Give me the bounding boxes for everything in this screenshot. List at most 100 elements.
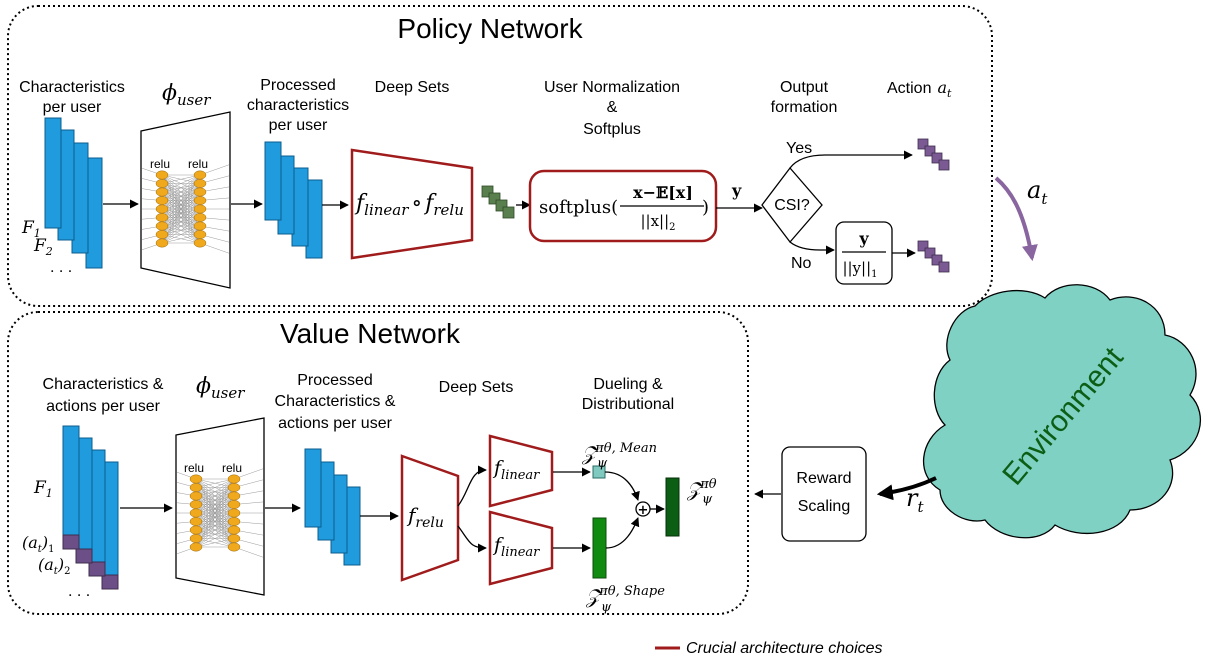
policy-deepsets-label: Deep Sets: [375, 79, 450, 96]
neuron-node: [227, 542, 241, 552]
value-z-mean-sub: ψ: [597, 456, 608, 471]
policy-no-label: No: [791, 255, 812, 272]
neuron-node: [193, 170, 207, 180]
neuron-node: [155, 179, 169, 188]
policy-y-label: y: [731, 181, 742, 200]
reward-arrow: [876, 476, 937, 501]
neuron-node: [155, 238, 169, 248]
policy-l1-numerator: y: [858, 229, 869, 248]
neuron-node: [189, 474, 203, 484]
policy-yes-label: Yes: [786, 140, 812, 157]
policy-yes-branch: [789, 150, 913, 169]
value-dueling-label-2: Distributional: [582, 396, 674, 413]
neuron-node: [227, 483, 241, 492]
neuron-node: [155, 230, 169, 239]
value-merge-upper: [604, 471, 640, 501]
neuron-node: [155, 170, 169, 180]
neuron-node: [189, 483, 203, 492]
value-at2-label: (at)2: [38, 555, 70, 577]
policy-softplus-denominator: ||x||2: [640, 212, 675, 233]
value-processed-stack: [304, 448, 361, 566]
value-phi-mlp: relu relu: [175, 417, 265, 596]
reward-scaling-box: [781, 446, 867, 542]
policy-f2-label: F2: [33, 236, 53, 258]
policy-norm-label-1: User Normalization: [544, 79, 680, 96]
value-processed-label-3: actions per user: [278, 415, 393, 432]
neuron-node: [189, 500, 203, 509]
policy-processed-stack: [264, 141, 323, 259]
policy-dots: . . .: [50, 260, 72, 276]
policy-processed-label-1: Processed: [260, 77, 336, 94]
policy-deepsets-block: [350, 148, 474, 260]
policy-chars-label-2: per user: [43, 99, 102, 116]
neuron-node: [189, 534, 203, 543]
neuron-node: [155, 204, 169, 214]
value-processed-label-2: Characteristics &: [275, 393, 396, 410]
action-to-environment-arrow: [994, 176, 1038, 262]
policy-l1-denominator: ||y||1: [842, 259, 877, 280]
policy-network-frame: [7, 5, 993, 307]
neuron-node: [193, 187, 207, 197]
policy-softplus-suffix: ): [702, 197, 709, 218]
neuron-node: [193, 179, 207, 188]
neuron-node: [155, 213, 169, 222]
neuron-node: [193, 213, 207, 222]
environment-cloud: [923, 284, 1201, 539]
neuron-node: [193, 221, 207, 231]
value-flinear-lower-label: flinear: [492, 534, 540, 560]
neuron-node: [189, 542, 203, 552]
policy-processed-label-2: characteristics: [247, 97, 349, 114]
value-chars-label-2: actions per user: [46, 398, 161, 415]
value-dots: . . .: [68, 584, 90, 600]
policy-norm-label-3: Softplus: [583, 121, 641, 138]
policy-f1-label: F1: [21, 218, 41, 240]
policy-softplus-prefix: softplus(: [539, 197, 618, 218]
value-input-stack: [62, 425, 119, 590]
reward-scaling-label-2: Scaling: [798, 498, 850, 515]
value-z-mean-label: 𝒵πθ, Mean: [581, 441, 657, 465]
policy-action-no: [917, 240, 950, 273]
policy-output-label-2: formation: [771, 99, 838, 116]
reward-scaling-label-1: Reward: [796, 470, 851, 487]
neuron-node: [189, 525, 203, 535]
policy-output-label-1: Output: [780, 79, 829, 96]
value-chars-label-1: Characteristics &: [43, 376, 164, 393]
value-z-shape-label: 𝒵πθ, Shape: [585, 584, 665, 608]
neuron-node: [227, 525, 241, 535]
value-branch-lower: [457, 525, 487, 553]
policy-chars-label-1: Characteristics: [19, 79, 125, 96]
policy-relu-1: relu: [150, 157, 170, 171]
value-processed-label-1: Processed: [297, 372, 373, 389]
neuron-node: [193, 230, 207, 239]
value-z-out-sub: ψ: [702, 492, 713, 507]
reward-label: rt: [906, 484, 924, 516]
policy-input-stack: [44, 117, 103, 269]
neuron-node: [227, 508, 241, 518]
neuron-node: [155, 221, 169, 231]
neuron-node: [227, 517, 241, 526]
policy-phi-mlp: relu relu: [140, 111, 231, 289]
neuron-node: [189, 508, 203, 518]
policy-softplus-numerator: x−𝔼[x]: [633, 183, 693, 202]
policy-relu-2: relu: [188, 157, 208, 171]
value-deepsets-label: Deep Sets: [439, 379, 514, 396]
neuron-node: [193, 196, 207, 205]
neuron-node: [189, 517, 203, 526]
value-flinear-upper-block: [488, 434, 554, 508]
value-z-out-label: 𝒵πθ: [686, 477, 717, 501]
value-f1-label: F1: [33, 478, 53, 500]
policy-network-title: Policy Network: [397, 13, 583, 44]
value-branch-upper: [457, 465, 487, 507]
value-flinear-lower-block: [488, 510, 554, 586]
value-dueling-label-1: Dueling &: [593, 376, 663, 393]
policy-green-embedding: [481, 185, 515, 219]
neuron-node: [227, 491, 241, 501]
policy-phi-label: ϕuser: [162, 81, 211, 109]
neuron-node: [193, 204, 207, 214]
neuron-node: [155, 196, 169, 205]
value-merge-lower: [605, 517, 640, 549]
value-shape-output: [592, 517, 607, 579]
policy-processed-label-3: per user: [269, 117, 328, 134]
